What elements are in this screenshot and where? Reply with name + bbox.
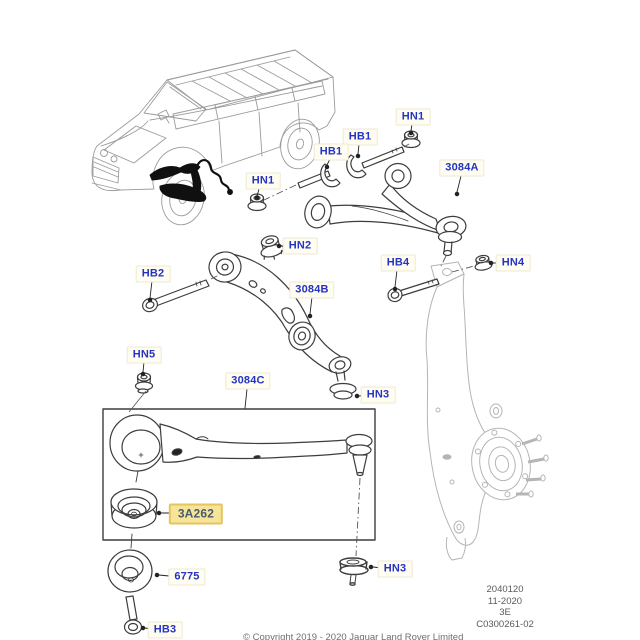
nut-hn1-right bbox=[401, 130, 421, 149]
copyright-notice: © Copyright 2019 - 2020 Jaguar Land Rove… bbox=[243, 632, 464, 640]
callout-hb2[interactable]: HB2 bbox=[135, 265, 171, 283]
bushing-3a262[interactable] bbox=[110, 470, 158, 529]
reference-sheet: 3E bbox=[499, 607, 511, 618]
callout-hn3-lower[interactable]: HN3 bbox=[377, 560, 413, 578]
callout-hn1-right[interactable]: HN1 bbox=[395, 108, 431, 126]
callout-3084a[interactable]: 3084A bbox=[439, 159, 485, 177]
reference-date-code: 11-2020 bbox=[487, 595, 523, 607]
callout-hn2[interactable]: HN2 bbox=[282, 237, 318, 255]
washer-6775 bbox=[107, 533, 153, 593]
reference-catalog-number: 2040120 bbox=[486, 584, 524, 595]
nut-hn3-lower bbox=[339, 557, 369, 586]
bolt-hb2 bbox=[142, 279, 210, 313]
detail-box bbox=[102, 408, 376, 541]
boxed-arm-3084c-group bbox=[102, 408, 376, 635]
axis-dash-lines bbox=[210, 143, 475, 557]
nut-hn2 bbox=[260, 235, 285, 260]
callout-hn1-left[interactable]: HN1 bbox=[245, 172, 281, 190]
fasteners bbox=[134, 130, 493, 394]
callout-hb1-upper[interactable]: HB1 bbox=[342, 128, 378, 146]
callout-hn4[interactable]: HN4 bbox=[495, 254, 531, 272]
callout-6775[interactable]: 6775 bbox=[168, 568, 206, 586]
lower-control-arm-3084b bbox=[208, 251, 357, 400]
callout-3084c[interactable]: 3084C bbox=[225, 372, 271, 390]
callout-hn5[interactable]: HN5 bbox=[126, 346, 162, 364]
callout-hb4[interactable]: HB4 bbox=[380, 254, 416, 272]
bolt-hb1-upper bbox=[346, 146, 405, 179]
callout-3084b[interactable]: 3084B bbox=[289, 281, 335, 299]
vehicle-suspension-highlight bbox=[149, 159, 233, 202]
hn5-axis-line bbox=[128, 390, 147, 413]
callout-3a262-highlighted[interactable]: 3A262 bbox=[168, 503, 224, 525]
upper-control-arm-3084a bbox=[304, 162, 467, 257]
vehicle-illustration bbox=[91, 49, 336, 226]
callout-hn3-upper[interactable]: HN3 bbox=[360, 386, 396, 404]
bolt-hb3 bbox=[123, 595, 143, 635]
callout-hb3[interactable]: HB3 bbox=[147, 621, 183, 639]
bolt-hb1-lower bbox=[297, 163, 341, 189]
callout-hb1-lower[interactable]: HB1 bbox=[313, 143, 349, 161]
reference-illustration-code: C0300261-02 bbox=[476, 618, 534, 630]
callout-pointer-lines bbox=[140, 123, 503, 631]
reference-block: 2040120 11-2020 3E C0300261-02 bbox=[450, 584, 560, 630]
knuckle-assembly bbox=[425, 261, 549, 561]
